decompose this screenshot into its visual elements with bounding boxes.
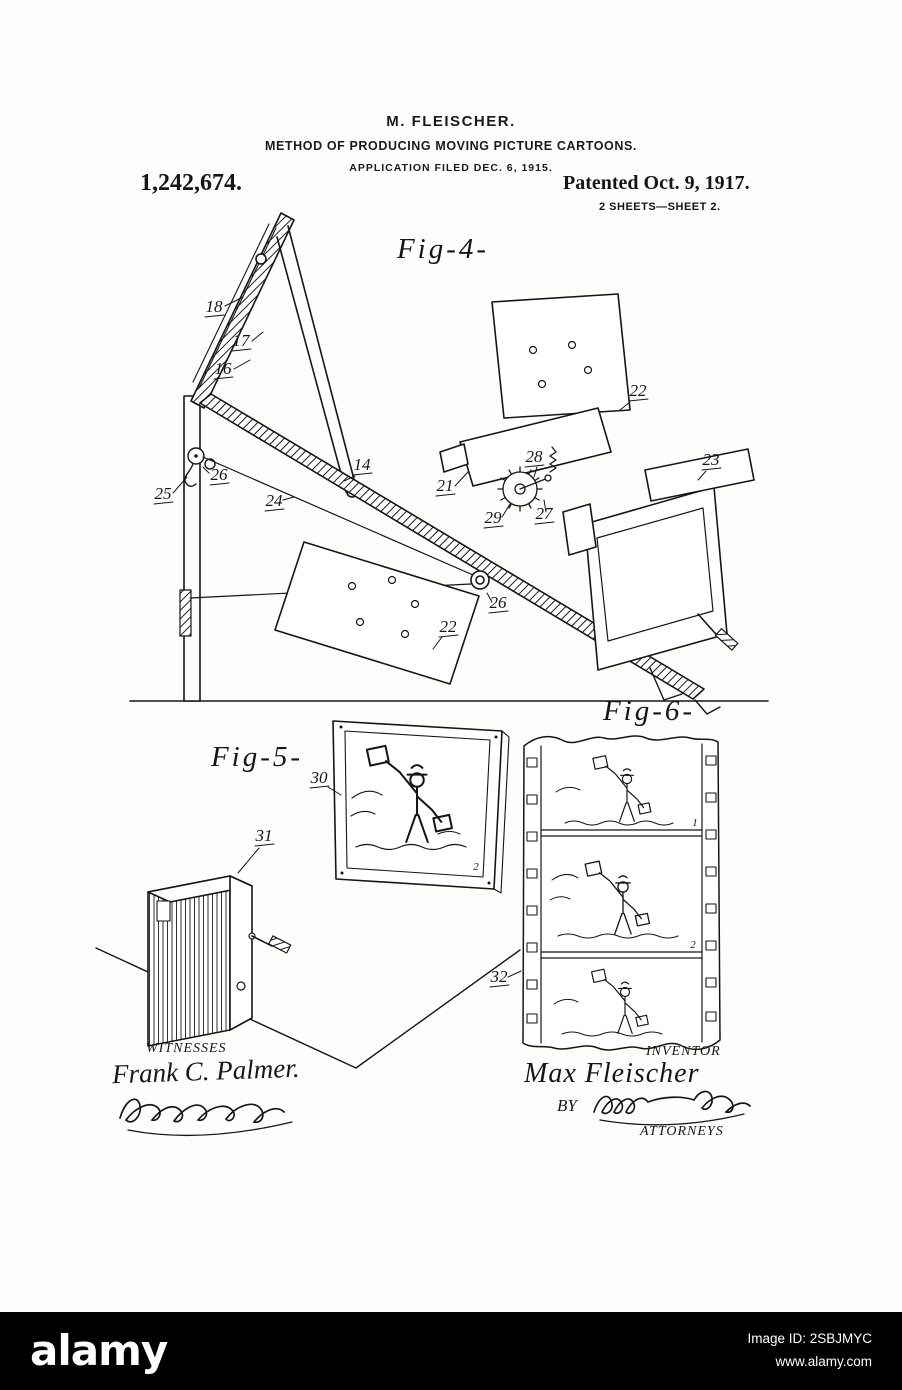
fig4-leader-lines bbox=[172, 296, 707, 650]
film-strip-outline bbox=[522, 735, 721, 1051]
patent-heading-application: APPLICATION FILED DEC. 6, 1915. bbox=[349, 162, 553, 174]
fig4-ref-underlines bbox=[153, 314, 722, 638]
card-platform bbox=[439, 407, 612, 487]
ref-27: 27 bbox=[536, 504, 555, 523]
ref-17: 17 bbox=[233, 331, 252, 350]
projection-screen bbox=[332, 720, 510, 894]
alamy-logo: alamy bbox=[30, 1326, 168, 1375]
fig6-leader-line bbox=[507, 970, 522, 978]
ref-30: 30 bbox=[310, 768, 329, 787]
film-frame-2-number: 2 bbox=[690, 939, 696, 951]
ref-14: 14 bbox=[354, 455, 372, 474]
ref-26a: 26 bbox=[211, 465, 229, 484]
witnesses-label: WITNESSES bbox=[146, 1041, 227, 1056]
fig5-ref-numerals: 30 31 2 bbox=[255, 768, 480, 873]
camera-box bbox=[562, 448, 755, 701]
film-frame-1-scene bbox=[555, 755, 674, 826]
ref-18: 18 bbox=[206, 297, 224, 316]
fig6-ref-underline bbox=[489, 984, 510, 988]
spring bbox=[549, 446, 557, 473]
projector-crank bbox=[248, 932, 292, 954]
fig5-label: Fig-5- bbox=[210, 741, 303, 773]
rail-foot bbox=[694, 699, 721, 715]
fig6-drawing bbox=[489, 735, 721, 1051]
patent-number: 1,242,674. bbox=[140, 170, 242, 196]
ref-26b: 26 bbox=[490, 593, 508, 612]
film-frame-3-scene bbox=[553, 968, 663, 1037]
fig4-ref-numerals: 18 17 16 25 26 24 14 21 28 29 27 22 23 2… bbox=[155, 297, 720, 636]
inventor-label: INVENTOR bbox=[646, 1044, 721, 1059]
inventor-signature: Max Fleischer bbox=[524, 1058, 700, 1089]
camera-lid bbox=[644, 448, 755, 502]
sprocket-holes bbox=[526, 755, 717, 1024]
film-frame-2-scene bbox=[549, 860, 679, 939]
screen-frame-number: 2 bbox=[473, 861, 479, 873]
sprocket-gear bbox=[497, 446, 557, 512]
attorneys-label: ATTORNEYS bbox=[640, 1124, 724, 1139]
left-post bbox=[179, 395, 201, 702]
ref-28: 28 bbox=[526, 447, 544, 466]
signature-scrawls bbox=[119, 1090, 751, 1137]
witness-signature-1: Frank C. Palmer. bbox=[111, 1052, 300, 1090]
image-id-text: Image ID: 2SBJMYC bbox=[747, 1331, 872, 1347]
rail-roller bbox=[470, 570, 490, 590]
ref-25: 25 bbox=[155, 484, 172, 503]
patent-heading-title: METHOD OF PRODUCING MOVING PICTURE CARTO… bbox=[264, 139, 637, 153]
inclined-rail bbox=[199, 393, 705, 700]
ref-31: 31 bbox=[255, 826, 273, 845]
by-label: BY bbox=[557, 1096, 577, 1115]
fig6-ref-numerals: 32 1 2 bbox=[490, 817, 698, 986]
ref-22-bottom: 22 bbox=[440, 617, 458, 636]
fig5-drawing bbox=[95, 720, 521, 1069]
ref-29: 29 bbox=[485, 508, 503, 527]
camera-side-tab bbox=[562, 503, 597, 556]
ref-32: 32 bbox=[490, 967, 509, 986]
card-bottom bbox=[274, 541, 480, 685]
ref-23: 23 bbox=[703, 450, 720, 469]
projector-box bbox=[147, 875, 292, 1047]
ref-21: 21 bbox=[437, 476, 454, 495]
camera-legs bbox=[649, 667, 683, 701]
screen-cartoon-scene bbox=[350, 744, 467, 851]
ref-22-top: 22 bbox=[630, 381, 648, 400]
fig5-ref-underlines bbox=[254, 785, 330, 847]
witness-signature-2-flourish bbox=[127, 1121, 293, 1137]
sheet-info: 2 SHEETS—SHEET 2. bbox=[599, 201, 721, 213]
ref-16: 16 bbox=[215, 359, 233, 378]
fig4-drawing bbox=[129, 212, 769, 715]
slider-block bbox=[179, 589, 192, 637]
camera-crank bbox=[697, 613, 739, 651]
witness-signature-2 bbox=[119, 1098, 285, 1124]
film-frame-1-number: 1 bbox=[692, 817, 698, 829]
attorney-signature bbox=[593, 1090, 751, 1115]
card-top bbox=[491, 293, 631, 419]
ref-24: 24 bbox=[266, 491, 284, 510]
fig5-leader-lines bbox=[237, 786, 342, 874]
alamy-watermark-bar: alamy Image ID: 2SBJMYC www.alamy.com bbox=[0, 1312, 902, 1390]
alamy-url-text: www.alamy.com bbox=[775, 1354, 872, 1369]
patent-heading-inventor: M. FLEISCHER. bbox=[386, 113, 516, 130]
fig4-label: Fig-4- bbox=[396, 233, 489, 265]
fig6-label: Fig-6- bbox=[602, 695, 695, 727]
film-frame-lines bbox=[540, 829, 703, 959]
attorney-signature-flourish bbox=[599, 1113, 745, 1126]
patent-date: Patented Oct. 9, 1917. bbox=[563, 172, 750, 194]
